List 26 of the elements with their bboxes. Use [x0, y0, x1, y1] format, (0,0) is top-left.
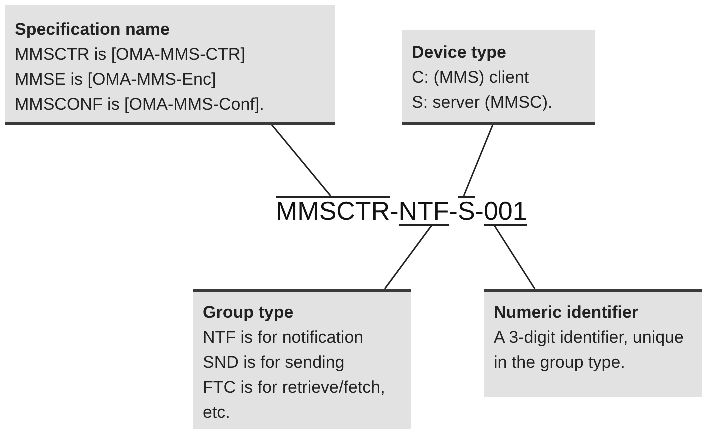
callout-heading: Specification name [15, 19, 171, 41]
callout-text: S: server (MMSC). [412, 92, 554, 114]
overline-bar [458, 196, 476, 198]
callout-heading: Group type [203, 302, 295, 324]
callout-box [193, 289, 411, 429]
callout-text: MMSCTR is [OMA-MMS-CTR] [15, 44, 246, 66]
callout-text: FTC is for retrieve/fetch, etc. [203, 377, 386, 424]
leader-line [463, 124, 494, 196]
callout-box [402, 30, 595, 125]
callout-heading: Numeric identifier [494, 302, 640, 324]
callout-text: SND is for sending [203, 352, 346, 374]
callout-text: A 3-digit identifier, unique in the group type. [494, 327, 685, 374]
underline-bar [398, 224, 450, 226]
underline-bar [484, 224, 528, 226]
callout-box [5, 5, 335, 125]
callout-text: NTF is for notification [203, 327, 365, 349]
callout-box [484, 289, 702, 397]
overline-bar [276, 196, 390, 198]
leader-line [271, 124, 332, 196]
callout-heading: Device type [412, 42, 508, 64]
callout-text: MMSE is [OMA-MMS-Enc] [15, 69, 218, 91]
leader-line [494, 226, 536, 290]
callout-text: C: (MMS) client [412, 67, 530, 89]
callout-text: MMSCONF is [OMA-MMS-Conf]. [15, 94, 266, 116]
leader-line [384, 226, 432, 290]
test-case-identifier: MMSCTR-NTF-S-001 [276, 196, 528, 226]
